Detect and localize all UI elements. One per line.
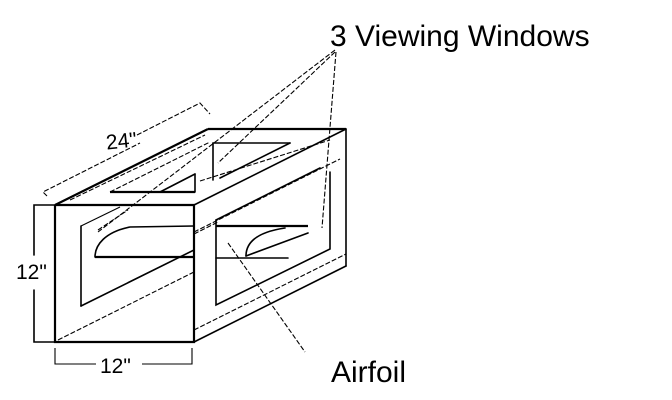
viewing-windows-label: 3 Viewing Windows [330,20,590,53]
dimension-lines [33,102,211,365]
box-frame [53,127,347,344]
airfoil-leader-line [227,242,306,353]
airfoil-label: Airfoil [331,356,407,389]
side-viewing-window [193,158,347,331]
side-airfoil [216,224,309,257]
height-dimension-label: 12" [16,261,47,284]
front-airfoil [94,225,195,259]
length-dimension-label: 24" [104,128,138,155]
top-viewing-window [69,134,331,201]
width-dimension-label: 12" [100,355,131,378]
window-leader-lines [97,49,337,233]
